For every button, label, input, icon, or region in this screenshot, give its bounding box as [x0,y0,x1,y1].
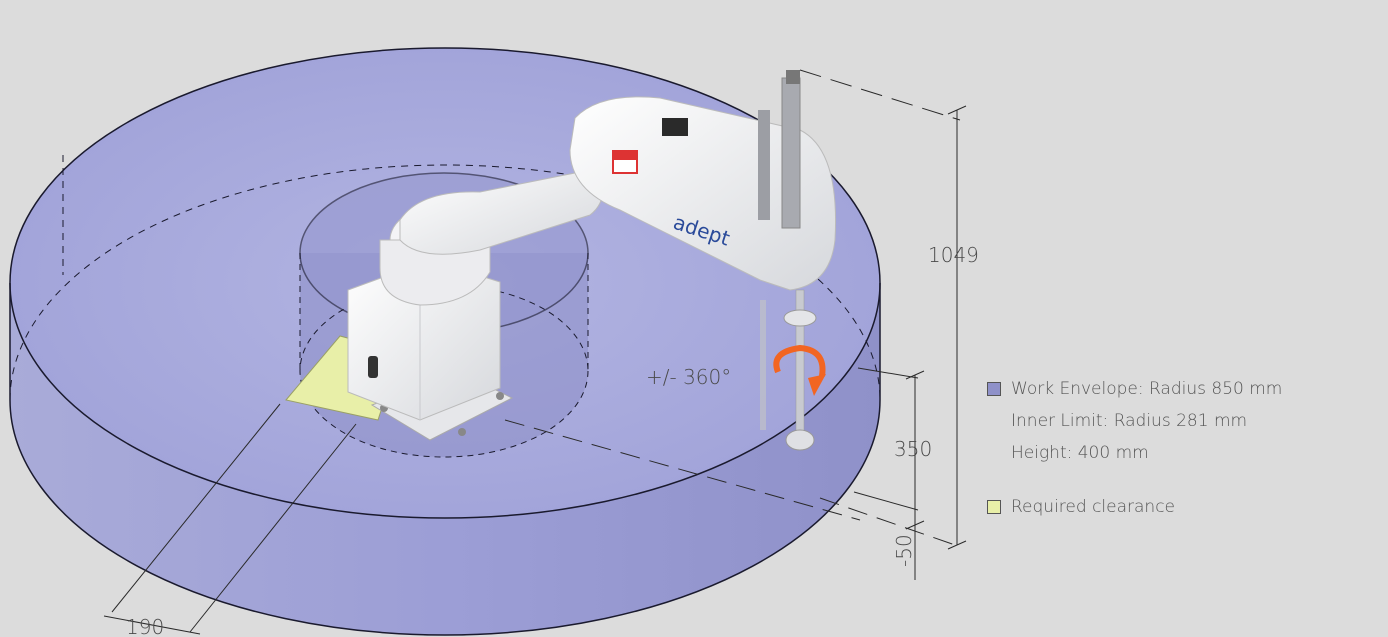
scara-robot: adept [347,70,837,451]
dimension-z-stroke: 350 [894,437,932,461]
envelope-swatch [987,382,1001,396]
dimension-z-below: -50 [892,534,916,567]
dimension-lines [103,69,967,635]
legend-envelope: Work Envelope: Radius 850 mm [987,373,1387,405]
legend-clearance: Required clearance [987,491,1387,523]
height-label: Height: 400 mm [1011,443,1149,463]
envelope-radius-label: Work Envelope: Radius 850 mm [1011,379,1283,399]
dimension-rotation: +/- 360° [646,365,731,389]
dimension-clearance-depth: 190 [126,615,164,637]
clearance-label: Required clearance [1011,497,1175,517]
rotation-arrow [773,344,826,396]
legend: Work Envelope: Radius 850 mm Inner Limit… [987,373,1387,523]
dimension-height-total: 1049 [928,243,979,267]
clearance-swatch [987,500,1001,514]
inner-limit-label: Inner Limit: Radius 281 mm [1011,411,1248,431]
